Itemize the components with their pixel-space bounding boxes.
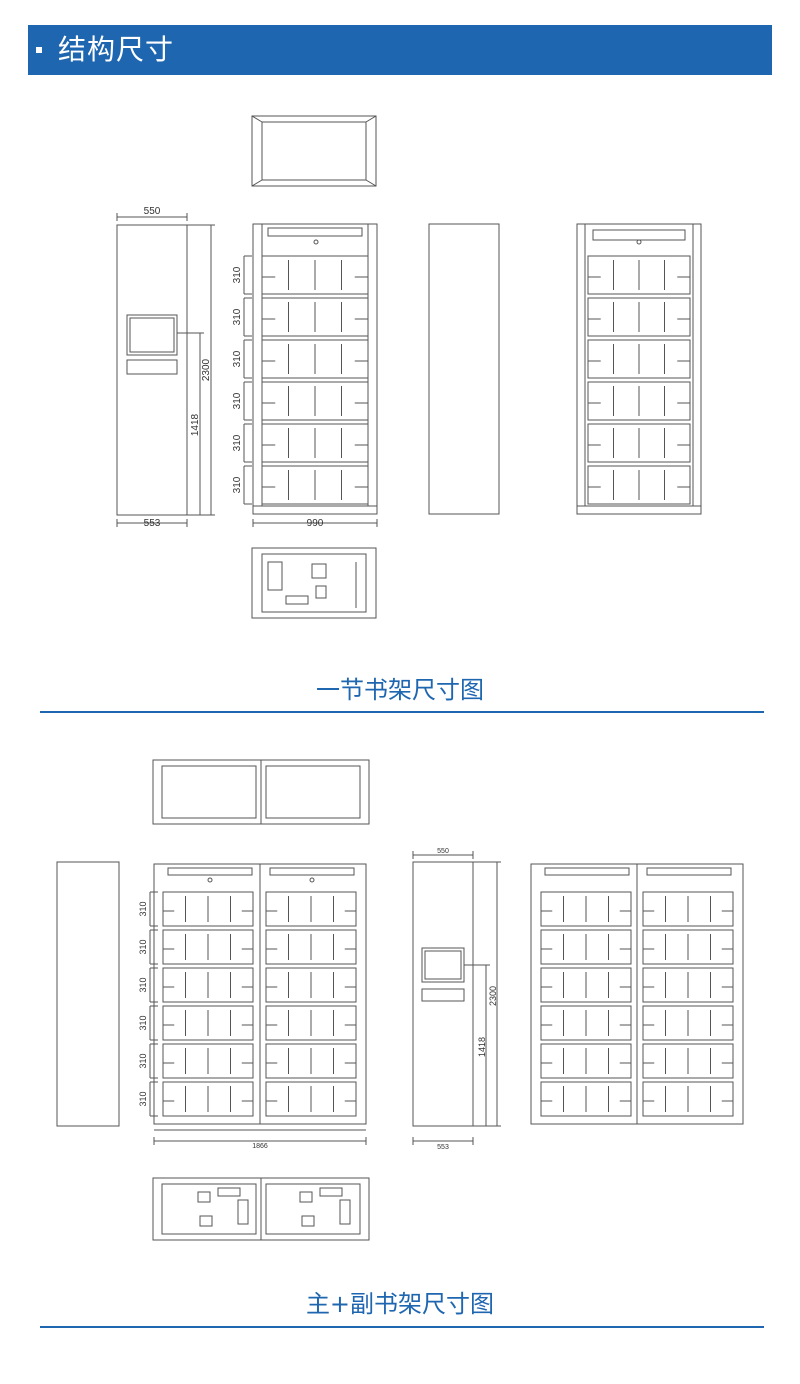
compartment-row [642, 967, 734, 1003]
row-pitch-label: 310 [138, 1015, 148, 1030]
compartment-row [642, 1081, 734, 1117]
compartment-row [642, 891, 734, 927]
front-compartments [261, 255, 369, 505]
dim-height: 2300 [201, 358, 212, 381]
compartment-row [261, 423, 369, 463]
row-pitch-label: 310 [232, 350, 243, 367]
section-header: 结构尺寸 [28, 25, 772, 75]
compartment-row [162, 1043, 254, 1079]
compartment-row [261, 339, 369, 379]
back-view-double [530, 863, 744, 1125]
compartment-row [642, 1043, 734, 1079]
row-pitch-label: 310 [232, 308, 243, 325]
compartment-row [265, 1081, 357, 1117]
dim-screen-height: 1418 [190, 413, 201, 436]
compartment-row [265, 929, 357, 965]
compartment-row [540, 1043, 632, 1079]
compartment-row [642, 929, 734, 965]
compartment-row [587, 255, 691, 295]
compartment-row [162, 891, 254, 927]
back-compartments [540, 891, 734, 1117]
front-compartments [162, 891, 357, 1117]
back-view [576, 223, 702, 515]
compartment-row [162, 929, 254, 965]
compartment-row [162, 1005, 254, 1041]
compartment-row [587, 339, 691, 379]
compartment-row [540, 891, 632, 927]
caption-main-secondary-shelf: 主+副书架尺寸图 [305, 1290, 495, 1318]
dim-height: 2300 [488, 986, 498, 1006]
compartment-row [261, 297, 369, 337]
row-pitch-label: 310 [138, 1091, 148, 1106]
bottom-view [251, 547, 377, 619]
row-pitch-label: 310 [138, 977, 148, 992]
compartment-row [587, 381, 691, 421]
row-pitch-label: 310 [232, 266, 243, 283]
dim-width-top: 550 [144, 206, 161, 217]
dim-width-top: 550 [437, 848, 449, 855]
compartment-row [540, 929, 632, 965]
top-view-double [152, 759, 370, 825]
compartment-row [261, 381, 369, 421]
top-view [251, 115, 377, 187]
side-view-plain [428, 223, 500, 515]
compartment-row [587, 297, 691, 337]
divider-1 [40, 711, 764, 713]
compartment-row [261, 465, 369, 505]
row-pitch-label: 310 [138, 1053, 148, 1068]
dim-width-bottom: 553 [144, 518, 161, 529]
bullet-icon [36, 47, 42, 53]
dim-screen-height: 1418 [477, 1037, 487, 1057]
compartment-row [261, 255, 369, 295]
dim-front-width: 990 [307, 518, 324, 529]
compartment-row [540, 1005, 632, 1041]
compartment-row [265, 1005, 357, 1041]
main-secondary-shelf-drawing: 1866 550 553 2300 1418 310 310 310 310 310 31… [56, 759, 744, 1241]
side-view-with-screen [412, 851, 501, 1145]
row-dimension-brackets [149, 891, 158, 1117]
compartment-row [265, 1043, 357, 1079]
caption-single-shelf: 一节书架尺寸图 [316, 676, 484, 704]
dim-front-width: 1866 [252, 1143, 268, 1150]
compartment-row [162, 1081, 254, 1117]
compartment-row [162, 967, 254, 1003]
dim-width-bottom: 553 [437, 1144, 449, 1151]
compartment-row [265, 967, 357, 1003]
compartment-row [587, 465, 691, 505]
compartment-row [642, 1005, 734, 1041]
compartment-row [587, 423, 691, 463]
front-view-double [153, 863, 367, 1145]
single-shelf-drawing: 550 553 2300 1418 990 310 310 310 310 310 310 [116, 115, 702, 619]
row-pitch-label: 310 [232, 434, 243, 451]
row-dimension-brackets [243, 255, 252, 505]
compartment-row [540, 1081, 632, 1117]
divider-2 [40, 1326, 764, 1328]
row-pitch-label: 310 [232, 476, 243, 493]
bottom-view-double [152, 1177, 370, 1241]
compartment-row [265, 891, 357, 927]
row-pitch-label: 310 [138, 901, 148, 916]
side-view-with-screen [116, 213, 215, 527]
row-pitch-label: 310 [138, 939, 148, 954]
row-pitch-label: 310 [232, 392, 243, 409]
side-view-plain [56, 861, 120, 1127]
back-compartments [587, 255, 691, 505]
compartment-row [540, 967, 632, 1003]
section-title: 结构尺寸 [58, 33, 175, 66]
